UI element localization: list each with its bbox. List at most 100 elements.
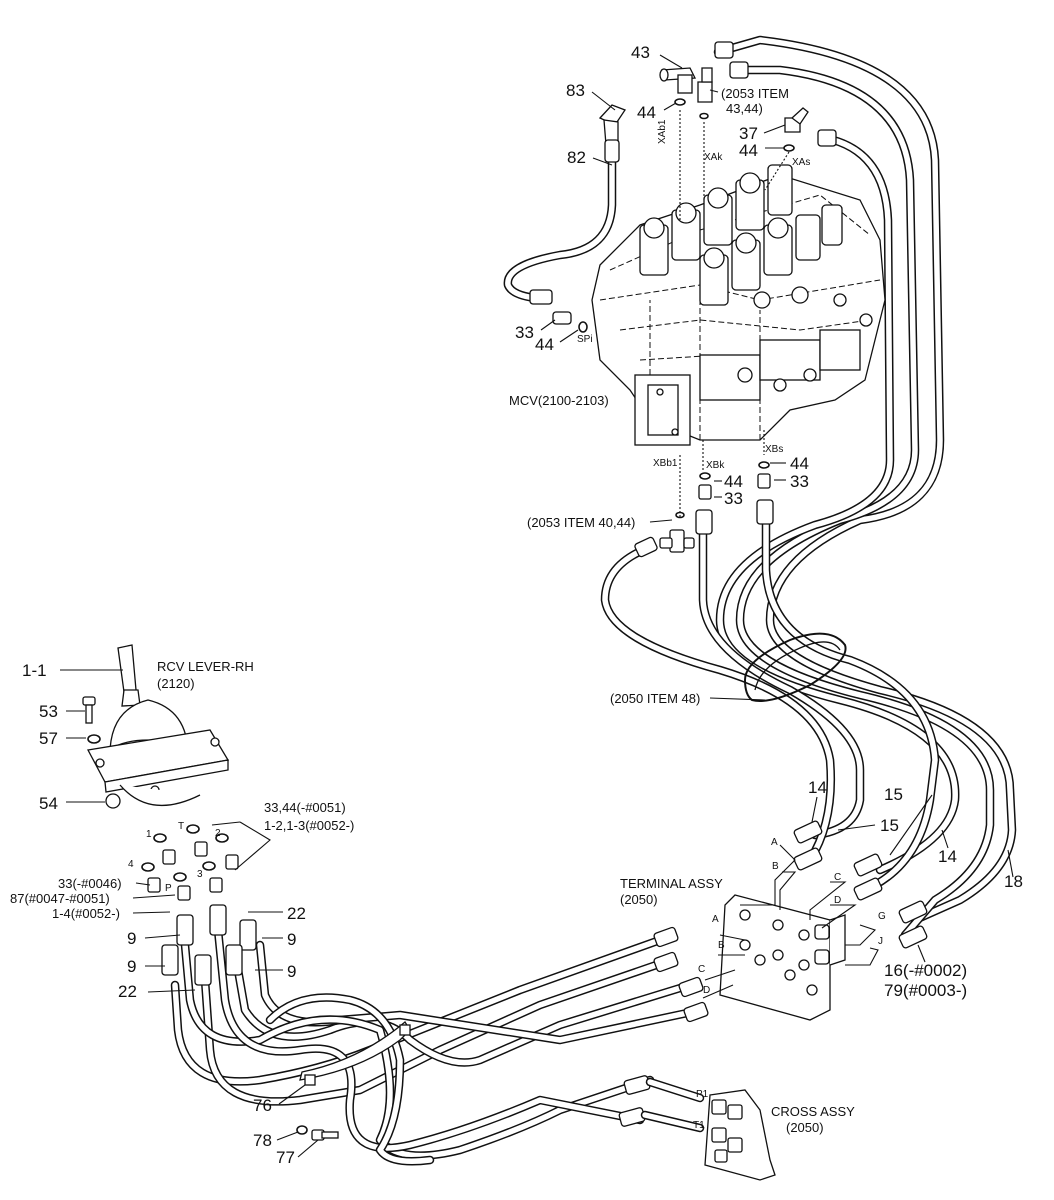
rcv-port-p: P [165,883,172,894]
washer-78 [296,1125,308,1135]
callout-1-1: 1-1 [22,661,47,680]
fitting-37 [784,107,809,133]
callout-37: 37 [739,124,758,143]
bolt-77 [311,1129,339,1141]
callout-33-n: 33(-#0046) [58,876,122,891]
fitting-83 [598,104,626,146]
rcv-port-fittings [141,824,239,901]
cross-assy [704,1089,776,1181]
hose-port-d: D [834,895,841,906]
callout-83: 83 [566,81,585,100]
o-ring-2053a [699,112,709,120]
callout-79: 79(#0003-) [884,981,967,1000]
terminal-port-leaders [702,844,879,999]
rcv-label-line2: (2120) [157,676,195,691]
nut-54 [105,793,121,809]
callout-1-2-1-3: 1-2,1-3(#0052-) [264,818,354,833]
mcv-label: MCV(2100-2103) [509,393,609,408]
band-clamp-76 [299,1021,411,1086]
hose-port-g: G [878,911,886,922]
callout-43: 43 [631,43,650,62]
callout-78: 78 [253,1131,272,1150]
tee-fitting-2053 [659,529,695,553]
fitting-33a [552,311,572,325]
callout-9-a: 9 [127,929,136,948]
terminal-hose-ends [653,820,928,1023]
callout-33-bottom-left: 33 [724,489,743,508]
callout-54: 54 [39,794,58,813]
o-ring-2053b [675,511,685,519]
callout-33-bottom-right: 33 [790,472,809,491]
o-ring-44b [783,144,795,152]
callout-9-b: 9 [287,930,296,949]
right-hose-bundle [600,35,1017,940]
terminal-assy-label-line2: (2050) [620,892,658,907]
cross-assy-label-line2: (2050) [786,1120,824,1135]
hose-end-xbs [756,499,774,525]
fitting-33c [757,473,771,489]
hose-port-c: C [834,872,841,883]
callout-53: 53 [39,702,58,721]
rcv-port-t: T [178,821,184,832]
callout-2053-mid: (2053 ITEM 40,44) [527,515,635,530]
cross-port-p1: P1 [696,1089,709,1100]
washer-57 [87,734,101,744]
o-ring-44e [758,461,770,469]
callout-87: 87(#0047-#0051) [10,891,110,906]
port-labels: XAb1 XAk XAs XBb1 XBk XBs SPi 1 2 3 4 T … [128,119,886,1131]
rcv-port-4: 4 [128,859,134,870]
rcv-label: RCV LEVER-RH [157,659,254,674]
callout-33-left: 33 [515,323,534,342]
callout-14-right: 14 [938,847,957,866]
port-xbk: XBk [706,460,725,471]
hose-port-a: A [771,837,778,848]
callout-14-top: 14 [808,778,827,797]
port-xbs: XBs [765,444,783,455]
callout-77: 77 [276,1148,295,1167]
fitting-33b [698,484,712,500]
leader-lines [60,54,1014,1158]
hose-82 [503,145,617,303]
rcv-lever-rh [87,644,230,807]
callout-57: 57 [39,729,58,748]
callout-15-mid: 15 [880,816,899,835]
callout-22-top: 22 [287,904,306,923]
bolt-53 [82,696,96,724]
callout-labels: 43 83 44 (2053 ITEM 43,44) 37 44 82 33 4… [10,43,1023,1167]
rcv-port-2: 2 [215,828,221,839]
port-xbb1: XBb1 [653,458,678,469]
callout-82: 82 [567,148,586,167]
fitting-2053-top [697,67,713,103]
callout-44-right: 44 [739,141,758,160]
rcv-hose-ends [161,904,257,986]
callout-18: 18 [1004,872,1023,891]
hose-port-b: B [772,861,779,872]
rcv-port-3: 3 [197,869,203,880]
port-xab1: XAb1 [657,119,668,144]
hose-end-xbk [695,509,713,535]
callout-44-left: 44 [535,335,554,354]
o-ring-44a [674,98,686,106]
fitting-43 [659,67,697,94]
terminal-port-a: A [712,914,719,925]
callout-76: 76 [253,1096,272,1115]
callout-9-c: 9 [127,957,136,976]
callout-44-bottom-left: 44 [724,472,743,491]
callout-2053-top: (2053 ITEM [721,86,789,101]
port-spi: SPi [577,334,593,345]
cross-port-t1: T1 [693,1120,705,1131]
callout-1-4: 1-4(#0052-) [52,906,120,921]
cross-hose-end-p1 [623,1075,651,1095]
hose-end-tee [634,536,658,558]
cross-assy-label: CROSS ASSY [771,1104,855,1119]
port-xak: XAk [704,152,723,163]
callout-2050-item-48: (2050 ITEM 48) [610,691,700,706]
callout-44-top: 44 [637,103,656,122]
o-ring-44c [578,321,588,333]
callout-16: 16(-#0002) [884,961,967,980]
mcv-spools [639,164,873,392]
mcv-valve [591,164,886,446]
terminal-port-c: C [698,964,705,975]
hose-end-connector-mcv [529,41,837,305]
